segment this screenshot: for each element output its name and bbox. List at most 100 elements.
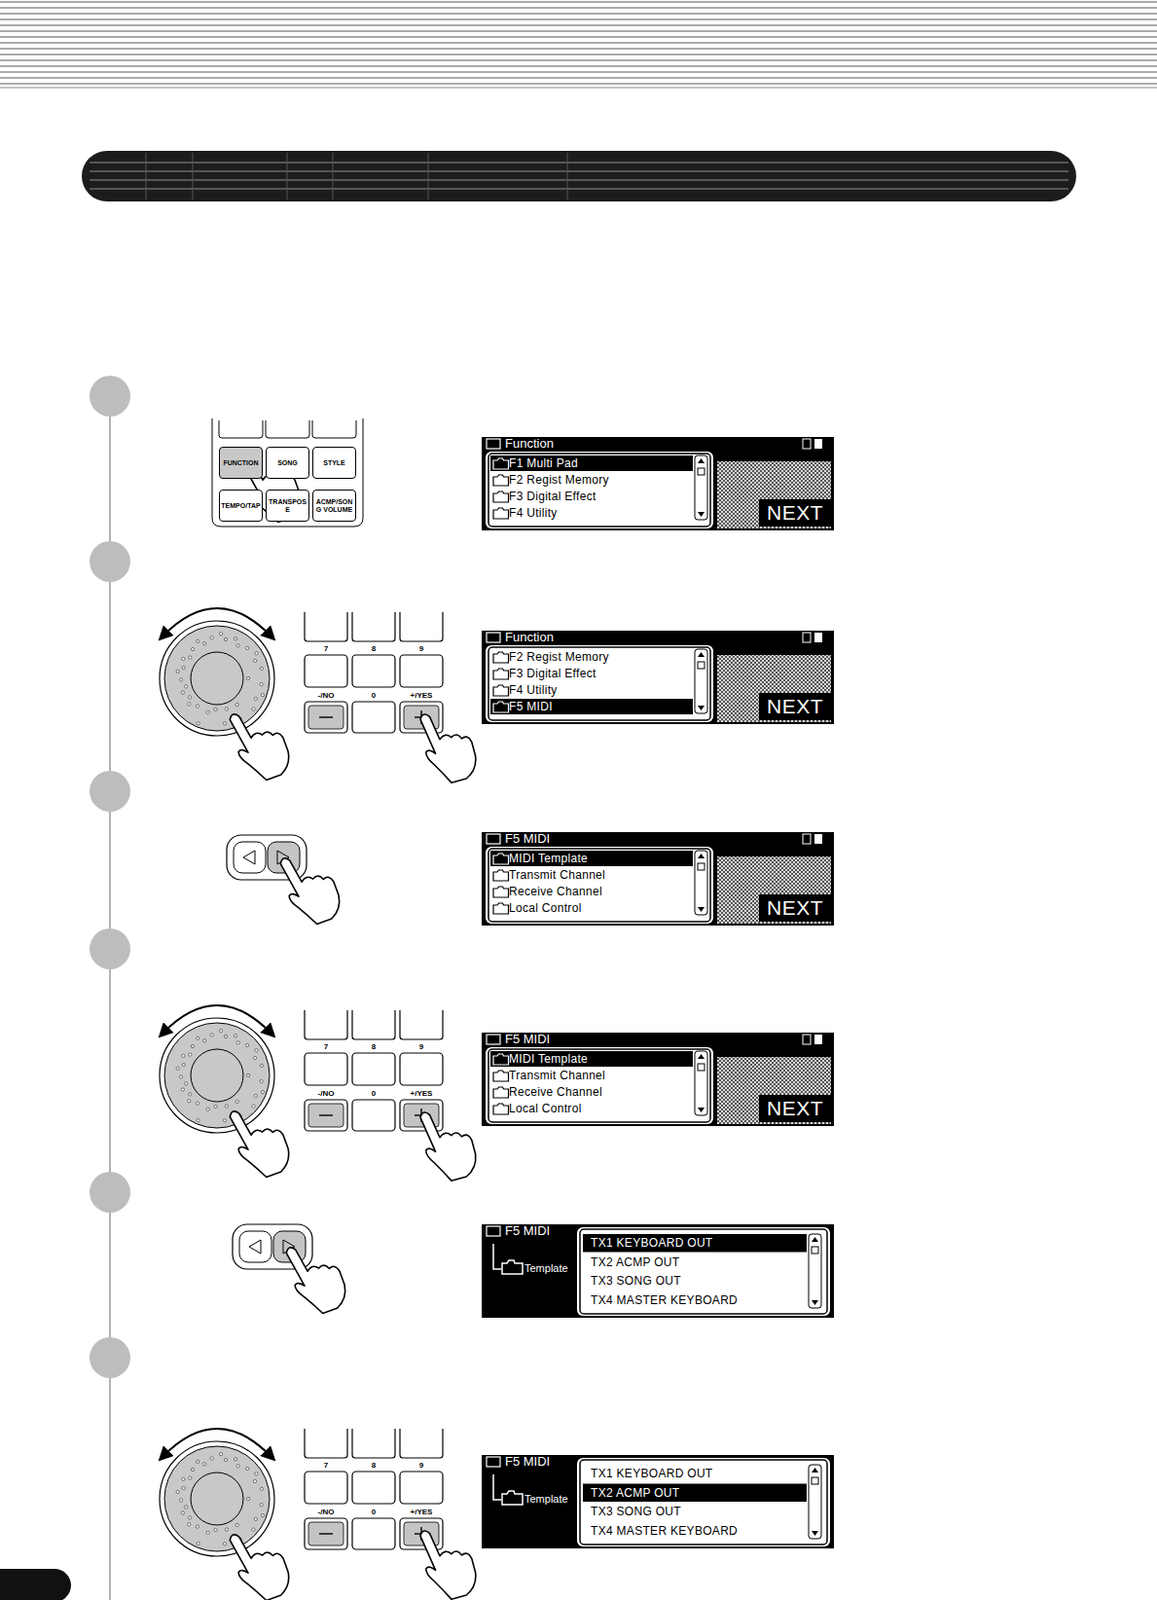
- dial-dot: [187, 1099, 191, 1103]
- dial-dot: [210, 1033, 214, 1037]
- key-label: 9: [419, 1460, 424, 1470]
- title-divider: [428, 152, 430, 200]
- top-icon: [814, 833, 823, 844]
- scroll-up: [697, 853, 705, 859]
- title-icon: [486, 1034, 501, 1045]
- rotate-arrow: [163, 608, 271, 636]
- title-stripe: [89, 187, 1069, 190]
- dial-dot: [259, 1080, 263, 1084]
- scroll-thumb: [697, 863, 705, 870]
- key-label: 7: [324, 1042, 328, 1051]
- side-panel: [717, 451, 832, 529]
- menu-item: TX3 SONG OUT: [590, 1273, 682, 1288]
- menu-item: Transmit Channel: [508, 1068, 606, 1083]
- next-label: NEXT: [759, 692, 832, 721]
- key-minus: [319, 1114, 333, 1116]
- dial-dot: [236, 1464, 240, 1468]
- menu-item: F4 Utility: [508, 506, 558, 520]
- dial-dot: [203, 642, 207, 646]
- key-label: -/NO: [318, 1507, 335, 1517]
- rotate-arrow: [163, 1428, 271, 1456]
- stripe: [0, 65, 1157, 68]
- dial-dot: [233, 1034, 237, 1038]
- next-label: NEXT: [759, 1094, 832, 1122]
- top-icon: [802, 438, 811, 449]
- partial-key: [352, 1428, 396, 1458]
- folder-icon: [493, 685, 509, 696]
- menu-item: Local Control: [508, 1101, 582, 1116]
- step-circle: [89, 770, 131, 812]
- stripe: [0, 71, 1157, 73]
- dial-dot: [222, 1119, 226, 1122]
- dial-dot: [233, 637, 237, 641]
- dial-dot: [179, 678, 182, 682]
- top-icon: [802, 833, 811, 844]
- dial-dot: [224, 707, 228, 711]
- key-minus: [319, 716, 333, 718]
- list-box: [579, 1459, 828, 1545]
- dial-dot: [246, 1466, 250, 1470]
- left-triangle: [243, 850, 255, 865]
- data-dial: [159, 1428, 275, 1556]
- side-bar: [717, 451, 832, 462]
- scroll-thumb: [811, 1246, 819, 1254]
- menu-item: TX1 KEYBOARD OUT: [590, 1235, 714, 1250]
- menu-item: TX3 SONG OUT: [590, 1504, 682, 1519]
- key-label: 9: [419, 1042, 424, 1051]
- dial-ring: [159, 1017, 275, 1133]
- dial-dot: [176, 1066, 180, 1070]
- dial-dot: [224, 1527, 228, 1531]
- dial-dot: [260, 1514, 264, 1518]
- list-frame: [485, 645, 714, 723]
- dial-dot: [224, 1104, 228, 1108]
- partial-key: [304, 1428, 348, 1458]
- button-label: ACMP/SONG VOLUME: [314, 498, 356, 514]
- dial-dot: [235, 1099, 239, 1103]
- screen-title: F5 MIDI: [505, 831, 550, 846]
- folder-icon: [493, 1103, 509, 1115]
- number-key: [352, 654, 396, 687]
- side-panel: [717, 846, 832, 924]
- number-key: [352, 1052, 396, 1085]
- dial-dot: [188, 1052, 192, 1056]
- scrollbar: [808, 1464, 822, 1539]
- dial-dot: [179, 1075, 182, 1079]
- dial-dot: [236, 644, 240, 648]
- dial-dot: [252, 1527, 255, 1531]
- function-key: [352, 701, 396, 733]
- list-frame: [485, 846, 714, 924]
- key-face: [308, 1103, 344, 1127]
- menu-item: Receive Channel: [508, 884, 603, 899]
- dial-dot: [190, 1467, 194, 1471]
- function-key: [352, 1518, 396, 1550]
- dial-dot: [187, 1516, 191, 1519]
- dial-dot: [223, 1457, 227, 1461]
- dial-ring: [159, 1441, 275, 1556]
- title-divider: [192, 152, 194, 200]
- panel-button: FUNCTION: [218, 446, 263, 479]
- button-label: FUNCTION: [220, 459, 262, 468]
- stripe: [0, 82, 1157, 85]
- list-frame: [485, 451, 714, 529]
- folder-icon: [493, 886, 509, 898]
- pointing-hand: [225, 1520, 295, 1600]
- dial-dot: [259, 666, 263, 670]
- panel-button: SONG: [265, 446, 310, 479]
- menu-item: F4 Utility: [508, 683, 558, 697]
- dial-dot: [183, 1082, 187, 1085]
- dial-dot: [206, 1530, 210, 1534]
- function-key: [304, 701, 348, 733]
- folder-icon: [493, 869, 509, 881]
- dial-dot: [253, 1517, 257, 1520]
- scrollbar: [694, 455, 708, 520]
- menu-item: Local Control: [508, 901, 582, 915]
- dial-dot: [181, 665, 185, 669]
- lcd-screen: F5 MIDIMIDI TemplateTransmit ChannelRece…: [481, 831, 834, 926]
- dial-dot: [214, 1104, 217, 1108]
- dial-dot: [214, 1527, 217, 1531]
- highlight-row: [490, 850, 693, 867]
- list-frame: [485, 1047, 714, 1124]
- key-face: [308, 1521, 344, 1546]
- title-divider: [332, 152, 334, 200]
